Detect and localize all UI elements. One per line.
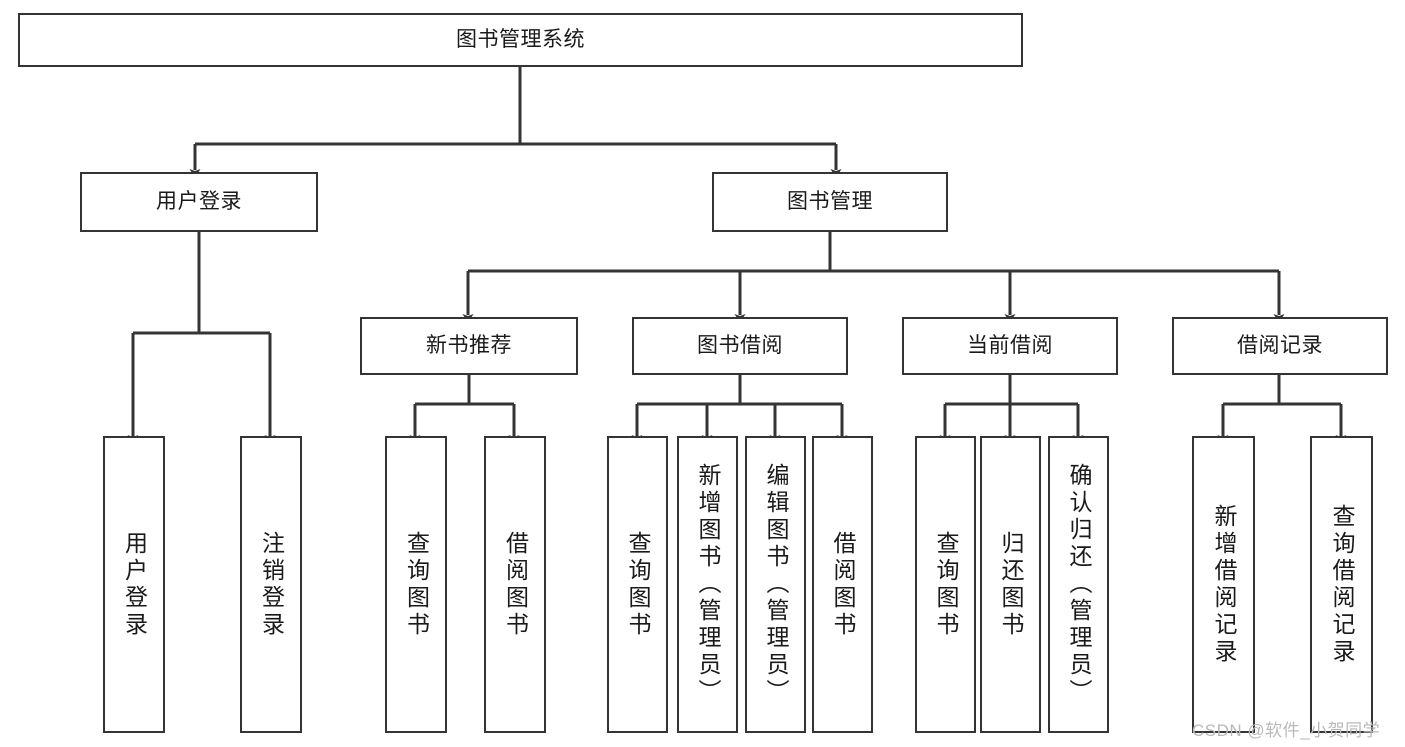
node-label: 新增借阅记录 — [1211, 503, 1237, 666]
node-label: 图书借阅 — [697, 333, 783, 357]
node-label: 借阅图书 — [502, 530, 529, 639]
leaf-query-book-new[interactable]: 查询图书 — [385, 436, 447, 733]
node-label: 确认归还（管理员） — [1066, 463, 1092, 706]
leaf-borrow-book-new[interactable]: 借阅图书 — [484, 436, 546, 733]
node-label: 图书管理 — [787, 189, 873, 213]
leaf-confirm-return-admin[interactable]: 确认归还（管理员） — [1048, 436, 1109, 733]
leaf-user-login[interactable]: 用户登录 — [103, 436, 165, 733]
node-label: 查询图书 — [403, 530, 430, 639]
leaf-return-book[interactable]: 归还图书 — [980, 436, 1041, 733]
node-book-management-system[interactable]: 图书管理系统 — [18, 13, 1023, 67]
leaf-add-book-admin[interactable]: 新增图书（管理员） — [677, 436, 738, 733]
node-borrow-record[interactable]: 借阅记录 — [1172, 317, 1388, 375]
node-label: 编辑图书（管理员） — [763, 463, 789, 706]
leaf-query-book[interactable]: 查询图书 — [607, 436, 668, 733]
node-new-book-recommend[interactable]: 新书推荐 — [360, 317, 578, 375]
node-label: 借阅图书 — [830, 530, 856, 639]
node-label: 查询借阅记录 — [1329, 503, 1355, 666]
node-label: 借阅记录 — [1237, 333, 1323, 357]
leaf-query-book-current[interactable]: 查询图书 — [915, 436, 976, 733]
node-label: 查询图书 — [625, 530, 651, 639]
node-label: 当前借阅 — [967, 333, 1053, 357]
leaf-query-borrow-record[interactable]: 查询借阅记录 — [1310, 436, 1373, 733]
node-label: 查询图书 — [933, 530, 959, 639]
node-book-management[interactable]: 图书管理 — [712, 172, 948, 232]
node-label: 图书管理系统 — [456, 27, 585, 51]
node-label: 新增图书（管理员） — [695, 463, 721, 706]
node-label: 归还图书 — [998, 530, 1024, 639]
node-label: 用户登录 — [121, 530, 148, 639]
leaf-edit-book-admin[interactable]: 编辑图书（管理员） — [745, 436, 806, 733]
node-label: 新书推荐 — [426, 333, 512, 357]
leaf-logout[interactable]: 注销登录 — [240, 436, 302, 733]
node-label: 用户登录 — [156, 189, 242, 213]
leaf-add-borrow-record[interactable]: 新增借阅记录 — [1192, 436, 1255, 733]
leaf-borrow-book[interactable]: 借阅图书 — [812, 436, 873, 733]
node-current-borrow[interactable]: 当前借阅 — [902, 317, 1118, 375]
node-user-login[interactable]: 用户登录 — [80, 172, 318, 232]
node-label: 注销登录 — [258, 530, 285, 639]
node-book-borrow[interactable]: 图书借阅 — [632, 317, 848, 375]
